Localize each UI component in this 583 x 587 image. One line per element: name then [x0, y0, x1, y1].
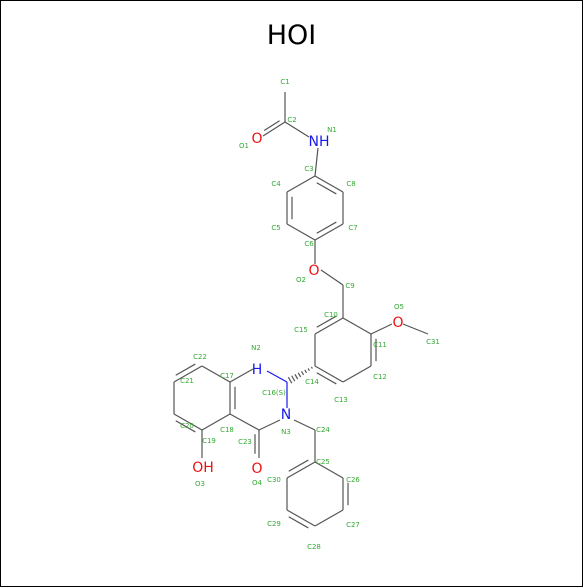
double-bond [314, 175, 344, 193]
hashed-stereo-bond [301, 371, 305, 376]
hashed-stereo-bond [310, 366, 313, 369]
atom-label: C22 [193, 353, 207, 361]
bond [201, 413, 231, 431]
atom-label: C7 [348, 224, 357, 232]
double-bond-inner [288, 459, 309, 472]
heteroatom-o2: O [308, 263, 319, 279]
atom-label: C21 [180, 377, 194, 385]
bond-n2-c17 [229, 368, 254, 383]
bond-c16-n2 [266, 370, 288, 383]
atom-label: C2 [287, 116, 296, 124]
double-bond-inner [288, 516, 309, 529]
atom-label: C17 [220, 372, 234, 380]
atom-label: C9 [345, 282, 354, 290]
atom-label: N2 [251, 344, 261, 352]
double-bond [173, 365, 203, 383]
double-bond [314, 365, 344, 383]
double-bond-inner [316, 221, 337, 234]
atom-label: C10 [324, 311, 338, 319]
atom-label: C24 [316, 426, 330, 434]
double-bond-inner [316, 315, 337, 328]
double-bond [314, 223, 344, 241]
double-bond-inner [175, 420, 196, 433]
double-bond [314, 317, 344, 335]
atom-label: C12 [373, 373, 387, 381]
atom-label: N3 [281, 428, 291, 436]
bond-c23-c18 [229, 413, 260, 431]
atom-label: C28 [307, 543, 321, 551]
hashed-stereo-bond [307, 368, 310, 371]
heteroatom-o4: O [251, 461, 262, 477]
bond-n3-c24 [293, 419, 316, 431]
bond [342, 365, 372, 383]
bond [342, 317, 372, 335]
atom-label: C26 [346, 476, 360, 484]
hashed-stereo-bond [287, 376, 293, 384]
atom-label: O2 [296, 276, 306, 284]
bond [286, 175, 316, 193]
bond-o5-c31 [402, 323, 429, 335]
atom-label: C4 [271, 180, 281, 188]
bond [314, 509, 344, 527]
atom-label: C30 [267, 476, 281, 484]
atom-label: C11 [373, 341, 387, 349]
atom-label: C15 [294, 326, 308, 334]
atom-label: C1 [280, 78, 289, 86]
double-bond-inner [263, 120, 280, 132]
heteroatom-n3: N [281, 407, 291, 423]
atom-label: O1 [239, 142, 249, 150]
atom-label: C27 [346, 521, 360, 529]
double-bond [262, 121, 286, 137]
atom-label: C19 [202, 437, 216, 445]
atom-label: C31 [426, 338, 440, 346]
molecule-title: HOI [266, 20, 317, 51]
atom-label: C14 [305, 378, 319, 386]
heteroatom-o5: O [392, 315, 403, 331]
bond-c2-n1 [284, 121, 310, 138]
heteroatom-n2: H [252, 362, 263, 378]
atom-label: C20 [180, 422, 194, 430]
atom-label: O4 [252, 479, 263, 487]
atom-label: C13 [334, 396, 348, 404]
bond-c11-o5 [370, 323, 393, 335]
double-bond-inner [316, 372, 337, 385]
atom-label: O5 [394, 303, 404, 311]
hashed-stereo-bond [297, 372, 302, 378]
atom-label: C29 [267, 520, 281, 528]
double-bond [286, 461, 316, 479]
double-bond [286, 509, 316, 527]
bond [201, 365, 231, 383]
bond [314, 461, 344, 479]
atom-label: N1 [327, 126, 337, 134]
heteroatom-o3: OH [192, 460, 214, 476]
heteroatom-o1: O [251, 131, 262, 147]
double-bond-inner [175, 363, 196, 376]
double-bond-inner [316, 182, 337, 195]
bond-n1-c3 [314, 147, 319, 177]
bond-o2-c9 [320, 269, 344, 286]
hashed-stereo-bond [291, 375, 296, 382]
atom-label: C18 [220, 426, 234, 434]
bond-n3-c23 [258, 419, 281, 431]
double-bond [173, 413, 203, 431]
bond-layer [173, 92, 429, 529]
atom-label: C5 [271, 224, 280, 232]
atom-label: C25 [316, 458, 330, 466]
heteroatom-n1: NH [309, 134, 330, 150]
atom-label: C6 [304, 240, 314, 248]
atom-label: C23 [238, 438, 252, 446]
atom-label: O3 [195, 480, 205, 488]
hashed-stereo-bond [294, 373, 299, 380]
atom-label: C16(S) [262, 389, 286, 397]
bond [286, 223, 316, 241]
atom-label: C3 [304, 165, 313, 173]
hashed-stereo-bond [304, 369, 308, 374]
atom-label: C8 [346, 180, 355, 188]
